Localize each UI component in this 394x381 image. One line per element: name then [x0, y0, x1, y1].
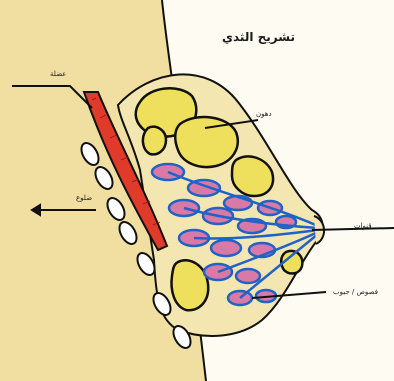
fat-lobule: [143, 127, 166, 155]
ducts-label: قنوات: [354, 222, 372, 230]
fat-lobule: [172, 260, 209, 310]
lobule: [211, 240, 241, 256]
muscle-label: عضلة: [50, 70, 66, 78]
lobule: [236, 269, 260, 283]
fat-label: دهون: [256, 110, 272, 118]
ribs-label: ضلوع: [76, 194, 92, 202]
diagram-title: تشريح الثدي: [222, 30, 295, 44]
lobes-label: فصوص / جيوب: [333, 288, 378, 296]
